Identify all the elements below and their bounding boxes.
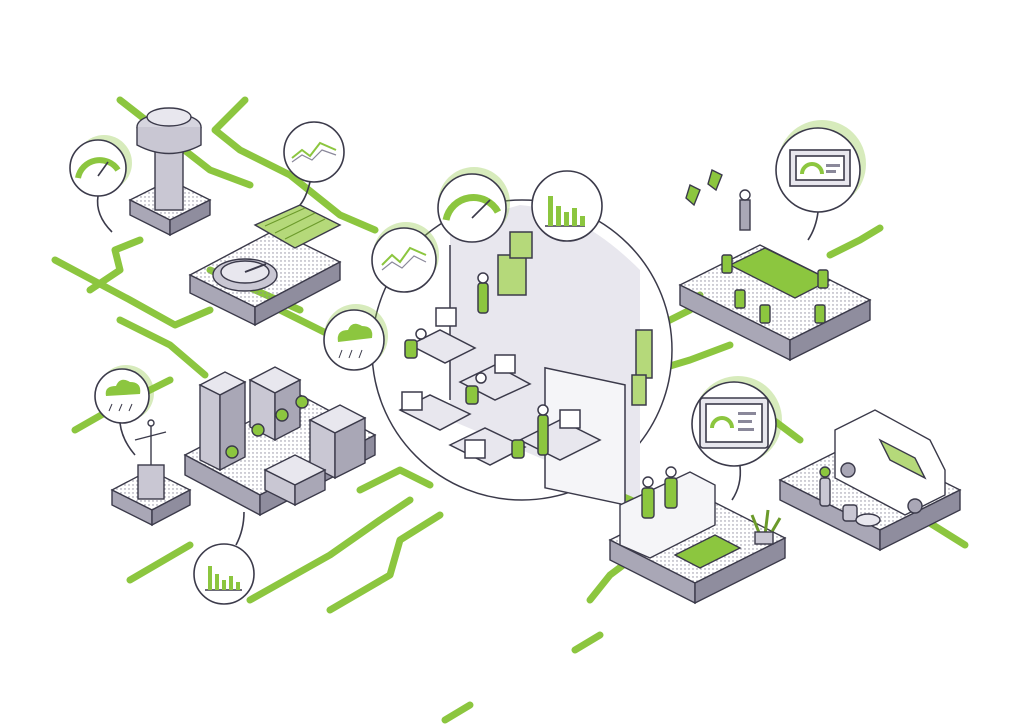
lounge-area [608, 466, 787, 605]
meeting-room [678, 168, 872, 362]
line-chart-icon [371, 222, 439, 293]
city-block [183, 366, 377, 517]
line-chart-icon [283, 121, 345, 206]
dashboard-screen-icon [775, 120, 866, 241]
van-icon [778, 409, 962, 552]
infrastructure-platform [188, 204, 342, 327]
dashboard-screen-icon [691, 376, 782, 501]
rain-cloud-icon [94, 365, 154, 456]
water-tower-icon [128, 107, 212, 237]
bar-chart-icon [193, 511, 255, 605]
gauge-icon [437, 167, 510, 243]
callouts [69, 120, 866, 605]
weather-station-icon [110, 419, 192, 527]
bar-chart-icon [531, 170, 603, 242]
control-room [371, 199, 673, 506]
gauge-icon [69, 135, 132, 233]
rain-cloud-icon [323, 304, 388, 371]
